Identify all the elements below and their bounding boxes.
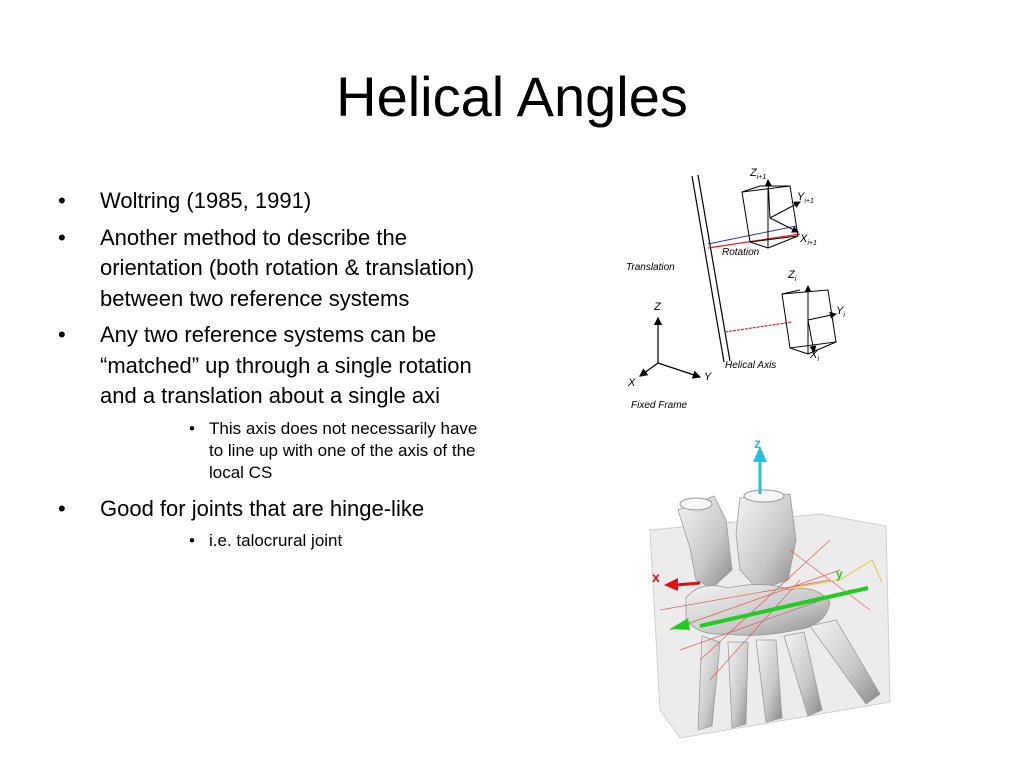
label-fixed-frame: Fixed Frame xyxy=(631,400,688,411)
y-axis-label: y xyxy=(836,567,843,581)
bullet-item: • Woltring (1985, 1991) xyxy=(58,186,508,217)
frame-lines xyxy=(789,559,883,589)
bullet-dot: • xyxy=(58,322,66,347)
bullet-list: • Woltring (1985, 1991) • Another method… xyxy=(58,186,508,562)
helical-axis-line xyxy=(691,174,731,363)
bullet-item: • Good for joints that are hinge-like xyxy=(58,494,508,525)
z-axis-arrow xyxy=(753,446,767,494)
label-y-i: Yi xyxy=(836,305,845,319)
bullet-text: Another method to describe the orientati… xyxy=(100,224,475,311)
fixed-frame-axes xyxy=(639,316,702,379)
label-z-i1: Zi+1 xyxy=(749,167,766,181)
bullet-item: • Any two reference systems can be “matc… xyxy=(58,320,508,412)
y-axis-arrow xyxy=(670,586,869,630)
bullet-text: Any two reference systems can be “matche… xyxy=(100,322,472,408)
translation-line-top xyxy=(707,225,797,245)
label-fixed-z: Z xyxy=(653,301,662,313)
label-translation: Translation xyxy=(626,262,675,273)
label-x-i: Xi xyxy=(809,349,819,363)
sub-bullet-item: • i.e. talocrural joint xyxy=(189,530,484,552)
bullet-item: • Another method to describe the orienta… xyxy=(58,223,508,315)
label-fixed-x: X xyxy=(627,377,636,389)
x-axis-label: x xyxy=(652,569,660,585)
sub-bullet-text: i.e. talocrural joint xyxy=(209,531,343,550)
bullet-dot: • xyxy=(189,418,195,438)
wrist-bones-render: z x y xyxy=(649,435,891,739)
bone-top-1 xyxy=(679,497,713,511)
frame-i1-box xyxy=(741,179,801,249)
label-x-i1: Xi+1 xyxy=(799,233,817,247)
x-axis-arrow xyxy=(664,578,701,591)
label-rotation: Rotation xyxy=(722,247,760,258)
slide-title: Helical Angles xyxy=(336,65,688,128)
label-y-i1: Yi+1 xyxy=(797,191,814,205)
bullet-dot: • xyxy=(189,531,195,550)
bullet-text: Woltring (1985, 1991) xyxy=(100,188,312,213)
label-z-i: Zi xyxy=(787,269,797,283)
helical-axis-diagram: Zi+1 Yi+1 Xi+1 Rotation Translation Zi Y… xyxy=(626,167,845,411)
z-axis-label: z xyxy=(754,435,761,451)
bullet-text: Good for joints that are hinge-like xyxy=(100,495,425,521)
bullet-dot: • xyxy=(58,224,66,250)
bullet-dot: • xyxy=(58,495,66,521)
bone-top-2 xyxy=(743,489,785,503)
label-helical-axis: Helical Axis xyxy=(725,360,776,371)
translation-line-low xyxy=(724,321,793,333)
bone-shapes xyxy=(677,493,881,731)
sub-bullet-item: • This axis does not necessarily have to… xyxy=(189,418,484,484)
sub-bullet-text: This axis does not necessarily have to l… xyxy=(209,418,478,482)
frame-i-box xyxy=(781,285,837,355)
bullet-dot: • xyxy=(58,188,66,213)
label-fixed-y: Y xyxy=(704,371,712,383)
